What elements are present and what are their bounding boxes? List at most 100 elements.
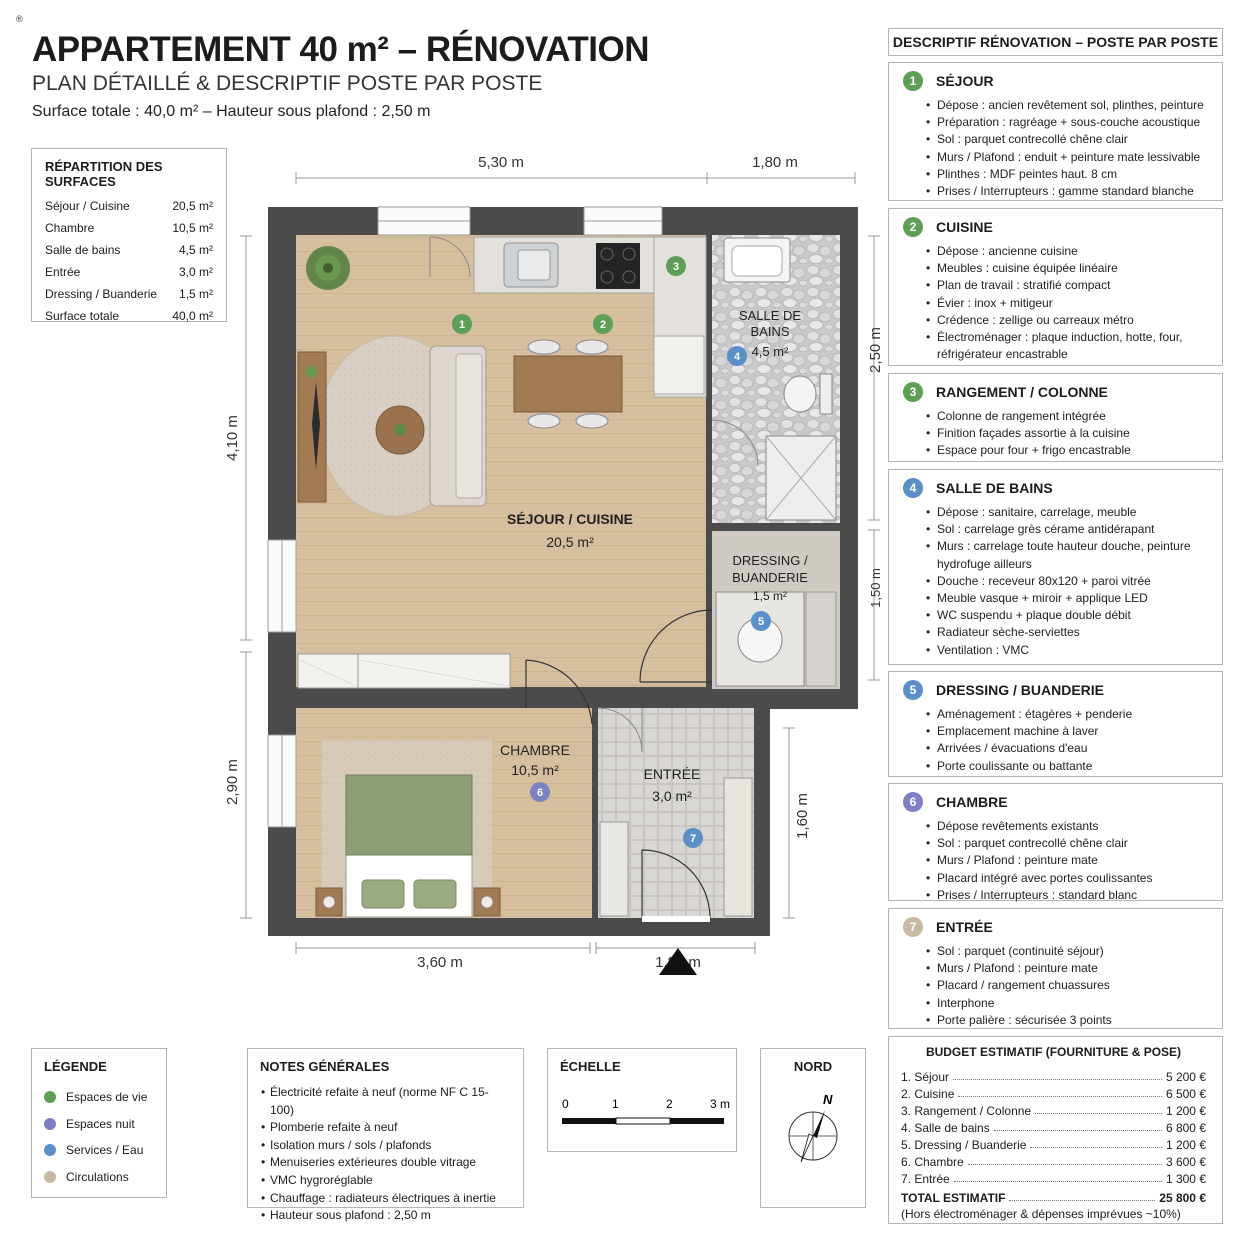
wardrobe [297,653,511,689]
surface-label: Salle de bains [45,243,121,257]
section-title: SALLE DE BAINS [936,480,1053,496]
section-item: Plan de travail : stratifié compact [926,277,1210,294]
wall-sejour-sdb [706,235,712,689]
marker-2: 2 [593,314,613,334]
legend-item: Services / Eau [44,1137,154,1164]
note-item: Chauffage : radiateurs électriques à ine… [261,1190,511,1208]
item-key: Meubles [937,261,983,276]
section-item: Sol : carrelage grès cérame antidérapant [926,521,1210,538]
item-value: : ancienne cuisine [978,244,1078,258]
wall-sejour-chambre [296,687,598,708]
legend-dot-icon [44,1117,56,1130]
room-dressing-name-2: BUANDERIE [732,570,808,585]
scale-box: ÉCHELLE 0 1 2 3 m [547,1048,737,1152]
marker-3: 3 [666,256,686,276]
tv-unit [297,351,327,503]
budget-value: 3 600 € [1165,1155,1206,1169]
item-value: Finition façades assortie à la cuisine [937,426,1130,441]
room-dressing-name-1: DRESSING / [732,553,808,568]
surface-label: Chambre [45,221,95,235]
entree-fixtures [597,707,753,922]
note-item: Électricité refaite à neuf (norme NF C 1… [261,1084,511,1119]
section-item: Dépose : sanitaire, carrelage, meuble [926,504,1210,521]
item-value: Colonne de rangement intégrée [937,409,1106,423]
legend-box: LÉGENDE Espaces de vie Espaces nuit Serv… [31,1048,167,1198]
north-title: NORD [793,1059,833,1074]
note-item: Hauteur sous plafond : 2,50 m [261,1207,511,1225]
surface-label: Dressing / Buanderie [45,287,158,301]
budget-value: 1 200 € [1165,1138,1206,1152]
item-key: Dépose [937,98,979,112]
budget-label: 6. Chambre [901,1155,964,1169]
item-key: Sol [937,132,955,147]
bed [315,740,501,918]
item-value: : peinture mate [1014,853,1098,868]
item-value: : ancien revêtement sol, plinthes, peint… [978,98,1204,112]
section-number-badge: 6 [903,792,923,812]
dim-top-left: 5,30 m [478,154,524,171]
item-value: : ragréage + sous-couche acoustique [999,115,1201,130]
budget-box: BUDGET ESTIMATIF (FOURNITURE & POSE) 1. … [888,1036,1223,1224]
section-item: Sol : parquet contrecollé chêne clair [926,131,1210,148]
item-key: Évier [937,295,965,310]
floor-plan: 5,30 m 1,80 m 4,10 m 2,90 m 3,60 m 1,80 … [224,154,884,975]
item-key: Sol [937,836,955,851]
room-sdb-area: 4,5 m² [752,344,790,359]
section-item: Radiateur sèche-serviettes [926,624,1210,641]
budget-value: 1 200 € [1165,1104,1206,1118]
section-item: Évier : inox + mitigeur [926,295,1210,312]
marker-6: 6 [530,782,550,802]
section-title: RANGEMENT / COLONNE [936,384,1108,400]
note-item: Isolation murs / sols / plafonds [261,1137,511,1155]
room-sejour-area: 20,5 m² [546,534,594,550]
room-entree-name: ENTRÉE [644,766,701,782]
budget-label: 4. Salle de bains [901,1121,990,1135]
dim-right-mid: 1,50 m [868,568,883,608]
section-item: Placard / rangement chuassures [926,977,1210,994]
section-item: Placard intégré avec portes coulissantes [926,870,1210,887]
corner-mark: ® [16,14,23,24]
section-2: 2CUISINEDépose : ancienne cuisineMeubles… [888,208,1223,366]
item-key: Électroménager [937,330,1022,345]
item-value: : MDF peintes haut. 8 cm [979,166,1118,181]
section-item: Plinthes : MDF peintes haut. 8 cm [926,166,1210,183]
section-item: Électroménager : plaque induction, hotte… [926,329,1210,363]
compass-icon: N [788,1092,838,1163]
legend-title: LÉGENDE [44,1059,107,1074]
legend-dot-icon [44,1144,56,1157]
section-item: Sol : parquet contrecollé chêne clair [926,835,1210,852]
svg-text:5: 5 [758,616,764,628]
item-key: Dépose [937,505,979,519]
item-value: Emplacement machine à laver [937,724,1099,739]
surface-label: Séjour / Cuisine [45,199,130,213]
notes-box: NOTES GÉNÉRALES Électricité refaite à ne… [247,1048,524,1224]
room-chambre-area: 10,5 m² [511,762,559,778]
item-value: Espace pour four + frigo encastrable [937,443,1131,458]
item-key: Dépose [937,244,979,258]
page-title: APPARTEMENT 40 m² – RÉNOVATION [32,30,650,69]
budget-label: 3. Rangement / Colonne [901,1104,1032,1118]
door-chambre [525,659,593,725]
scale-tick-2: 2 [666,1097,673,1111]
marker-1: 1 [452,314,472,334]
section-title: ENTRÉE [936,919,993,935]
descriptif-title: DESCRIPTIF RÉNOVATION – POSTE PAR POSTE [888,28,1223,56]
section-number-badge: 2 [903,217,923,237]
surfaces-table: RÉPARTITION DES SURFACES Séjour / Cuisin… [31,148,227,323]
item-value: : parquet contrecollé chêne clair [954,132,1128,147]
item-key: Prises / Interrupteurs [937,184,1049,199]
item-value: : parquet contrecollé chêne clair [954,836,1128,851]
bathroom-fixtures [711,237,837,521]
legend-item: Espaces de vie [44,1084,154,1111]
item-value: : parquet (continuité séjour) [954,944,1104,958]
